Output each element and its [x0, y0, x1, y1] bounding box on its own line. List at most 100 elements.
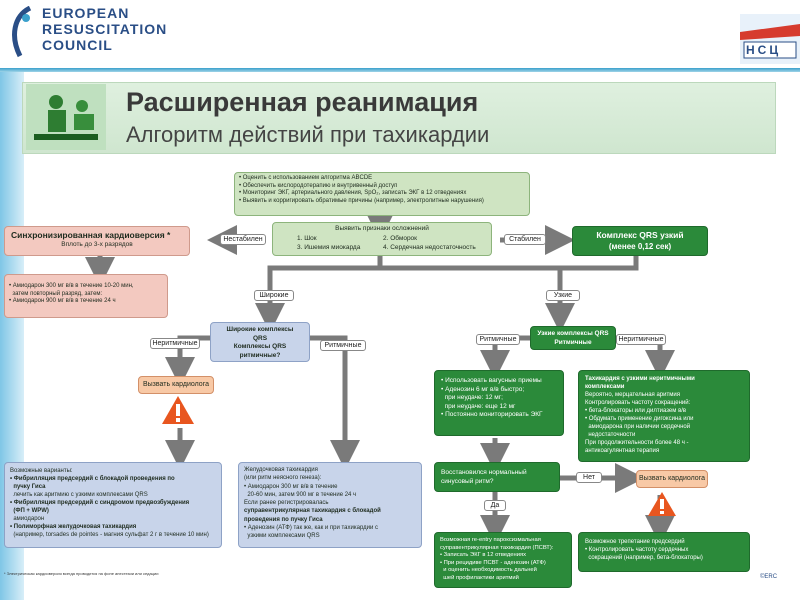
danger-sign-1: 1. Шок [297, 235, 317, 242]
label-yes: Да [484, 500, 506, 511]
assess-line: • Оценить с использованием алгоритма ABC… [239, 175, 373, 181]
vt-line: • Амиодарон 300 мг в/в в течение [244, 483, 338, 490]
nsc-text: НСЦ [746, 43, 782, 57]
label-unstable: Нестабилен [220, 234, 266, 245]
vt-line: 20-60 мин, затем 900 мг в течение 24 ч [244, 491, 357, 498]
psvt-line: и оценить необходимость дальней [440, 567, 537, 574]
nsc-logo: НСЦ [740, 14, 800, 64]
vt-line: узкими комплексами QRS [244, 533, 320, 540]
wide-irregular-options: Возможные варианты: • Фибрилляция предсе… [4, 462, 222, 548]
cardioversion-title: Синхронизированная кардиоверсия * [11, 230, 171, 240]
option-line: Возможные варианты: [10, 468, 73, 474]
psvt-line: суправентрикулярная тахикардия (ПСВТ): [440, 544, 554, 551]
call-cardiologist-button: Вызвать кардиолога [138, 376, 214, 394]
wide-qrs-question: Широкие комплексы QRS Комплексы QRS ритм… [210, 322, 310, 362]
psvt-line: • При рецидиве ПСВТ - аденозин (АТФ) [440, 559, 546, 566]
vagal-line: при неудаче: еще 12 мг [441, 402, 516, 410]
vt-line: суправентрикулярная тахикардия с блокадо… [244, 508, 381, 515]
label-narrow-irregular: Неритмичные [616, 334, 666, 345]
vagal-line: • Постоянно мониторировать ЭКГ [441, 411, 543, 418]
footnote: * Электрическая кардиоверсия всегда пров… [4, 571, 159, 576]
psvt-line: шей профилактики аритмий [440, 574, 519, 581]
psvt-line: Возможная re-entry пароксизмальная [440, 537, 541, 543]
vagal-line: • Аденозин 6 мг в/в быстро; [441, 385, 525, 393]
nsc-logo-icon [740, 14, 800, 64]
vt-line: Если ранее регистрировалась [244, 500, 329, 507]
option-line: (ФП + WPW) [10, 508, 49, 514]
af-line: • бета-блокаторы или дилтиазем в/в [585, 408, 687, 414]
assess-line: • Обеспечить кислородотерапию и внутриве… [239, 182, 398, 189]
option-line: пучку Гиса [10, 484, 46, 490]
org-name-line1: EUROPEAN [42, 5, 130, 21]
header-bar [0, 0, 800, 70]
label-no: Нет [576, 472, 602, 483]
vagal-line: • Использовать вагусные приемы [441, 377, 542, 384]
option-line: амиодарон [10, 516, 45, 522]
vt-line: (или ритм неясного генеза): [244, 475, 322, 482]
af-line: антикоагулянтная терапия [585, 448, 660, 454]
wide-q-line: ритмичные? [239, 351, 281, 359]
af-line: недостаточности [585, 432, 636, 438]
narrow-regular-box: • Использовать вагусные приемы • Аденози… [434, 370, 564, 436]
af-line: Вероятно, мерцательная аритмия [585, 392, 680, 398]
af-line: При продолжительности более 48 ч - [585, 440, 689, 446]
flutter-line: • Контролировать частоту сердечных [585, 547, 689, 553]
label-wide-irregular: Неритмичные [150, 338, 200, 349]
wide-q-line: QRS [252, 334, 268, 342]
assess-line: • Мониторинг ЭКГ, артериального давления… [239, 190, 467, 196]
psvt-box: Возможная re-entry пароксизмальная супра… [434, 532, 572, 588]
amiodarone-line: • Амиодарон 300 мг в/в в течение 10-20 м… [9, 283, 134, 289]
amiodarone-box: • Амиодарон 300 мг в/в в течение 10-20 м… [4, 274, 168, 318]
label-wide: Широкие [254, 290, 294, 301]
cardioversion-box: Синхронизированная кардиоверсия * Вплоть… [4, 226, 190, 256]
assess-line: • Выявить и корригировать обратимые прич… [239, 197, 484, 204]
warning-icon [162, 396, 194, 424]
flutter-line: сокращений (например, бета-блокаторы) [585, 555, 703, 561]
vt-line: • Аденозин (АТФ) так же, как и при тахик… [244, 525, 379, 532]
option-line: • Фибрилляция предсердий с синдромом пре… [10, 500, 190, 506]
af-line: • Обдумать применение дигоксина или [585, 416, 694, 422]
title-banner [22, 82, 776, 154]
af-line: Контролировать частоту сокращений: [585, 400, 691, 406]
cardioversion-sub: Вплоть до 3-х разрядов [61, 241, 133, 248]
narrow-qrs-box: Комплекс QRS узкий (менее 0,12 сек) [572, 226, 708, 256]
danger-signs-box: Выявить признаки осложнений 1. Шок 2. Об… [272, 222, 492, 256]
danger-signs-title: Выявить признаки осложнений [335, 225, 429, 232]
wide-q-line: Широкие комплексы [226, 326, 294, 333]
danger-sign-4: 4. Сердечная недостаточность [383, 244, 476, 251]
narrow-qrs-title: Комплекс QRS узкий [596, 230, 684, 240]
header-divider [0, 68, 800, 72]
af-line: Тахикардия с узкими неритмичными [585, 376, 695, 382]
narrow-irregular-box: Тахикардия с узкими неритмичными комплек… [578, 370, 750, 462]
erc-copyright: ©ERC [760, 574, 778, 580]
label-narrow: Узкие [546, 290, 580, 301]
vt-line: проведения по пучку Гиса [244, 516, 323, 523]
option-line: • Полиморфная желудочковая тахикардия [10, 524, 137, 530]
resuscitation-illustration-icon [26, 84, 106, 150]
vt-line: Желудочковая тахикардия [244, 467, 318, 473]
narrow-qrs-sub: (менее 0,12 сек) [608, 242, 672, 251]
amiodarone-line: • Амиодарон 900 мг в/в в течение 24 ч [9, 298, 116, 304]
org-name-line3: COUNCIL [42, 37, 113, 53]
option-line: (например, torsades de pointes - магния … [10, 532, 209, 538]
warning-icon [648, 492, 676, 516]
amiodarone-line: затем повторный разряд, затем: [9, 290, 103, 297]
label-stable: Стабилен [504, 234, 546, 245]
flutter-box: Возможное трепетание предсердий • Контро… [578, 532, 750, 572]
org-name-line2: RESUSCITATION [42, 21, 168, 37]
af-line: амиодарона при наличии сердечной [585, 424, 691, 430]
wide-regular-box: Желудочковая тахикардия (или ритм неясно… [238, 462, 422, 548]
flutter-line: Возможное трепетание предсердий [585, 539, 685, 545]
psvt-line: • Записать ЭКГ в 12 отведениях [440, 552, 527, 559]
call-cardiologist-button-2: Вызвать кардиолога [636, 470, 708, 488]
sinus-restored-question: Восстановился нормальный синусовый ритм? [434, 462, 560, 492]
af-line: комплексами [585, 384, 625, 390]
page-title: Расширенная реанимация [126, 87, 479, 117]
page-subtitle: Алгоритм действий при тахикардии [126, 122, 490, 147]
wide-q-line: Комплексы QRS [233, 343, 287, 350]
label-wide-regular: Ритмичные [320, 340, 366, 351]
danger-sign-3: 3. Ишемия миокарда [297, 244, 361, 251]
vagal-line: при неудаче: 12 мг; [441, 394, 503, 401]
narrow-q-line: Ритмичные [554, 339, 592, 346]
restored-line: синусовый ритм? [441, 478, 494, 485]
